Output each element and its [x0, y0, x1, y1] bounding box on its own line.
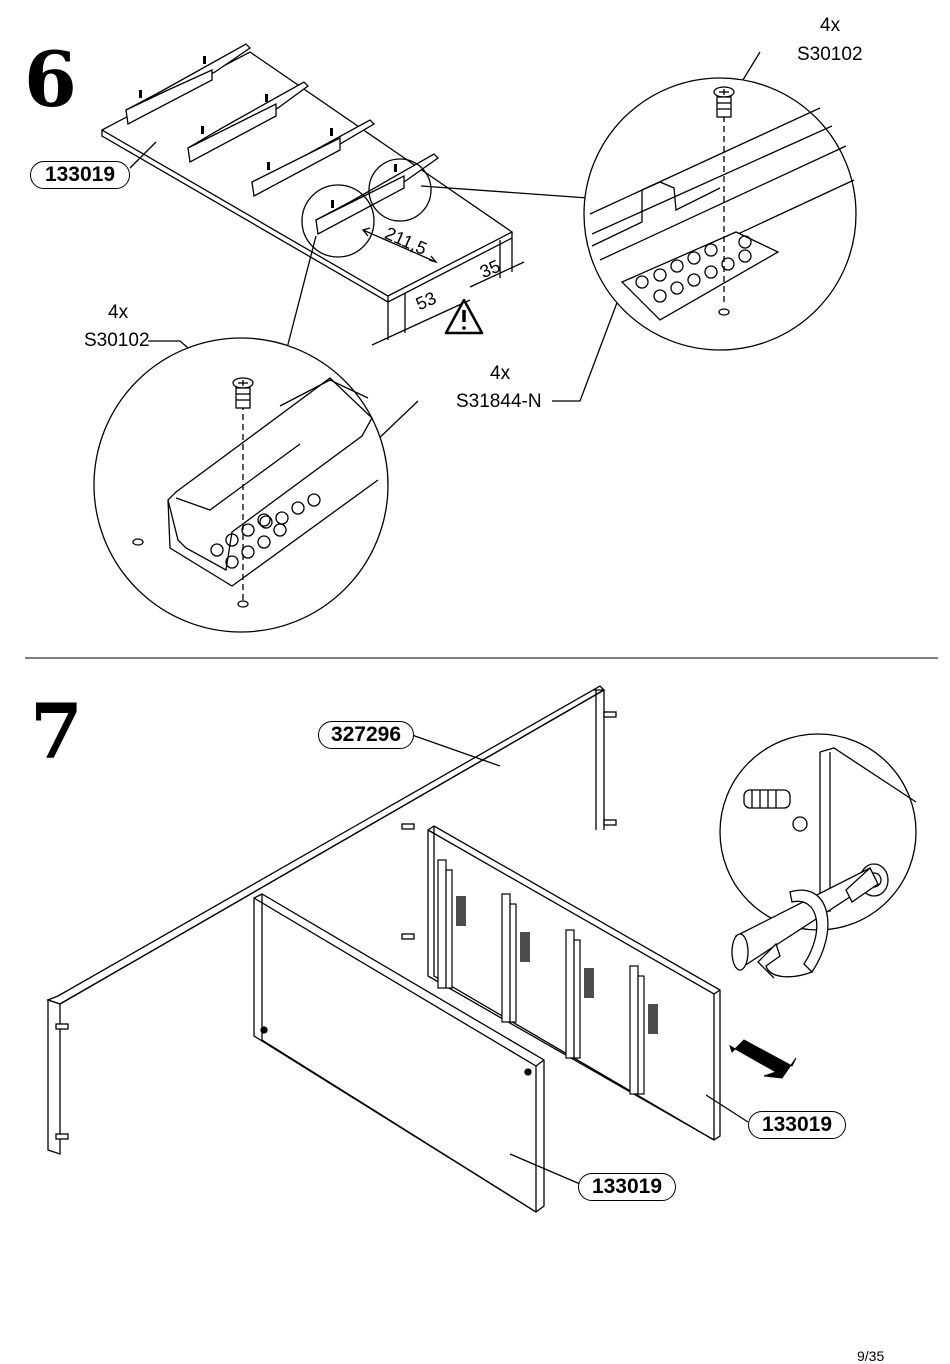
warning-triangle-icon: [444, 298, 484, 335]
quantity-label: 4x: [820, 15, 841, 36]
quantity-label: 4x: [108, 302, 129, 323]
hardware-code: S30102: [797, 44, 863, 65]
step7-leader-lines: [411, 734, 749, 1185]
step7-top-panel: [46, 685, 606, 1155]
step6-small-screws: [139, 56, 397, 208]
step7-right-panel: [427, 825, 721, 1141]
step6-dimension-lines: [361, 227, 525, 346]
step6-detail-circle-left: [93, 337, 389, 633]
step6-drawer-runners: [125, 43, 440, 236]
page-number: 9/35: [857, 1348, 885, 1364]
part-label: 327296: [318, 721, 414, 749]
part-label: 133019: [30, 161, 130, 189]
push-arrow-icon: [729, 1039, 797, 1079]
dowel-icon: [743, 789, 808, 832]
dowel-icon: [55, 711, 617, 1140]
hardware-code: S30102: [84, 330, 150, 351]
step6-detail-circle-right: [583, 77, 857, 351]
hardware-code: S31844-N: [456, 391, 542, 412]
step7-bottom-panel: [253, 893, 545, 1213]
quantity-label: 4x: [490, 363, 511, 384]
rotation-arrow-icon: [757, 889, 829, 979]
screwdriver-icon: [731, 866, 879, 971]
part-label: 133019: [748, 1111, 846, 1139]
step-number: 6: [24, 35, 77, 124]
step-number: 7: [30, 687, 83, 776]
part-label: 133019: [578, 1173, 676, 1201]
